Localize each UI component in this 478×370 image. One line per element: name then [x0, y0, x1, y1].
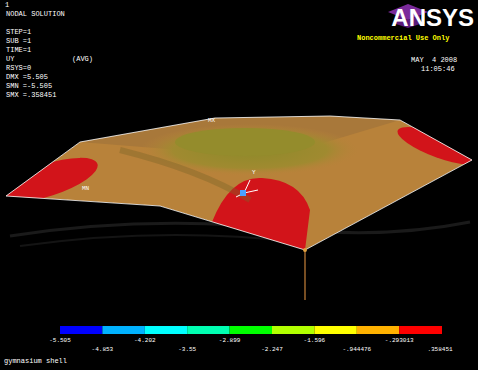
- license-note: Noncommercial Use Only: [357, 35, 449, 42]
- step-info: STEP=1: [6, 29, 31, 36]
- result-item: UY: [6, 56, 14, 63]
- scale-value: -1.596: [304, 338, 326, 344]
- plot-type: NODAL SOLUTION: [6, 11, 65, 18]
- coord-system: RSYS=0: [6, 65, 31, 72]
- scale-value: -2.899: [219, 338, 241, 344]
- axis-label: Y: [252, 170, 256, 176]
- max-displacement: DMX =5.505: [6, 74, 48, 81]
- scale-value: -2.247: [261, 347, 283, 353]
- scale-value: -.944476: [342, 347, 371, 353]
- scale-value: -4.853: [92, 347, 114, 353]
- window-number: 1: [5, 2, 9, 9]
- scale-value: -5.505: [49, 338, 71, 344]
- max-marker: MX: [208, 118, 215, 124]
- substep-info: SUB =1: [6, 38, 31, 45]
- logo-text: ANSYS: [391, 6, 474, 30]
- scale-value: -3.55: [178, 347, 196, 353]
- plot-title: gymnasium shell: [4, 358, 67, 365]
- averaging-note: (AVG): [72, 56, 93, 63]
- time-stamp: 11:05:46: [421, 66, 455, 73]
- date-stamp: MAY 4 2008: [411, 57, 457, 64]
- scale-value: -4.202: [134, 338, 156, 344]
- min-value: SMN =-5.505: [6, 83, 52, 90]
- scale-value: -.293013: [385, 338, 414, 344]
- min-marker: MN: [82, 186, 89, 192]
- scale-value: .358451: [427, 347, 452, 353]
- max-value: SMX =.358451: [6, 92, 56, 99]
- time-info: TIME=1: [6, 47, 31, 54]
